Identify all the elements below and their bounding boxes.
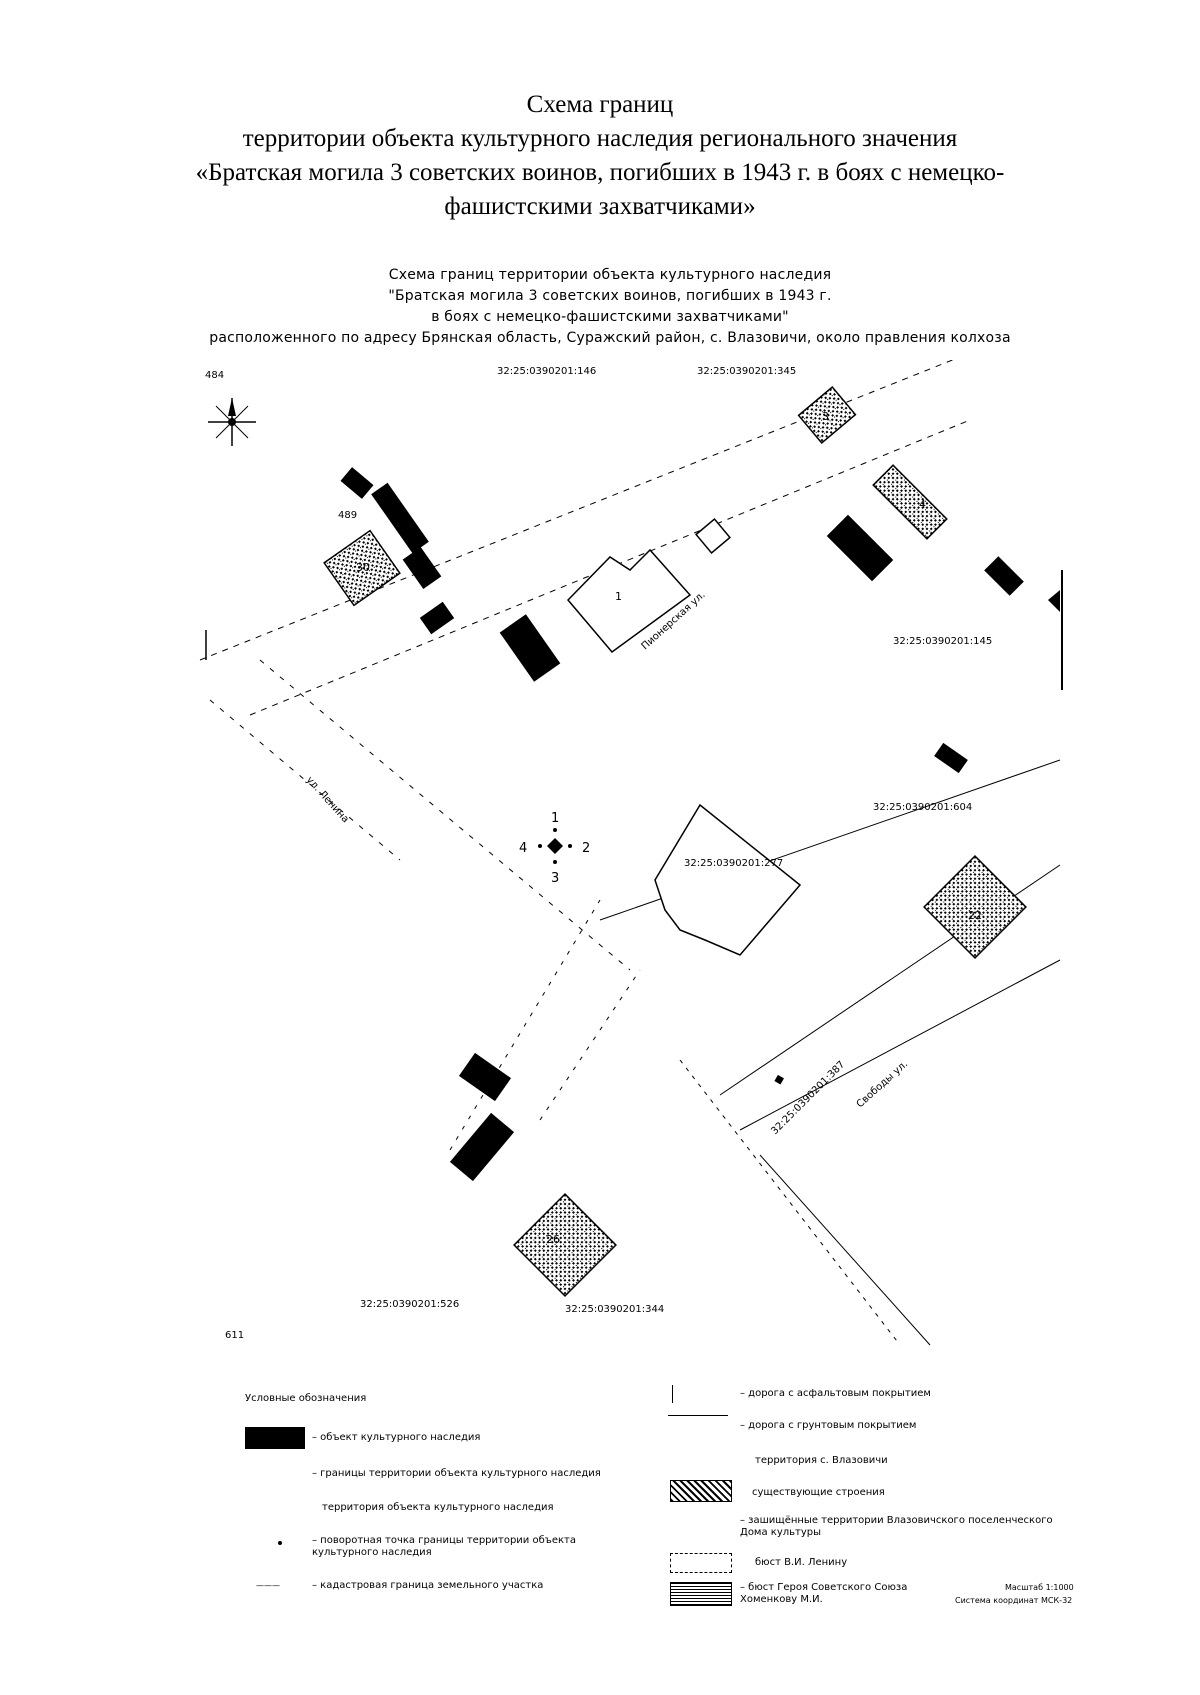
point-label-1: 1 bbox=[551, 811, 559, 826]
road-svobody bbox=[599, 759, 1061, 1346]
heritage-object bbox=[449, 1112, 515, 1182]
outlined-buildings bbox=[566, 518, 802, 956]
house-number-30: 30 bbox=[356, 561, 370, 574]
heritage-object bbox=[458, 1052, 512, 1102]
small-building bbox=[695, 518, 731, 554]
document-title: Схема границ территории объекта культурн… bbox=[100, 88, 1100, 224]
heritage-object bbox=[984, 556, 1024, 596]
map-edge-marker bbox=[1048, 590, 1060, 612]
legend-scale: Масштаб 1:1000 bbox=[1005, 1583, 1074, 1592]
heritage-object bbox=[934, 742, 968, 774]
legend-asphalt-road: – дорога с асфальтовым покрытием bbox=[740, 1388, 931, 1399]
legend-swatch-dirt bbox=[668, 1415, 728, 1416]
house-number-26: 26 bbox=[546, 1233, 560, 1246]
edge-label-top-left: 484 bbox=[205, 370, 224, 381]
subtitle-line-3: в боях с немецко-фашистскими захватчикам… bbox=[431, 309, 789, 325]
title-line-3: «Братская могила 3 советских воинов, пог… bbox=[195, 159, 1005, 186]
building-277 bbox=[654, 803, 802, 956]
parcel-label-344: 32:25:0390201:344 bbox=[565, 1304, 664, 1315]
road-lenina bbox=[209, 659, 631, 971]
parcel-label-345: 32:25:0390201:345 bbox=[697, 366, 796, 377]
house-number-1: 1 bbox=[615, 590, 622, 603]
legend-cadastral-sample: ——— bbox=[256, 1581, 280, 1590]
heritage-object bbox=[402, 546, 442, 590]
subtitle-line-1: Схема границ территории объекта культурн… bbox=[388, 267, 832, 283]
heritage-object bbox=[340, 467, 374, 499]
parcel-label-146: 32:25:0390201:146 bbox=[497, 366, 596, 377]
turning-point bbox=[553, 860, 557, 864]
small-object-marker bbox=[774, 1074, 784, 1085]
street-label-svobody: Свободы ул. bbox=[855, 1059, 910, 1111]
building-26 bbox=[513, 1193, 617, 1297]
legend-dirt-road: – дорога с грунтовым покрытием bbox=[740, 1420, 917, 1431]
title-line-1: Схема границ bbox=[526, 91, 674, 118]
title-line-4: фашистскими захватчиками» bbox=[444, 193, 756, 220]
parcel-label-526: 32:25:0390201:526 bbox=[360, 1299, 459, 1310]
legend-culture-house: – зашищённые территории Влазовичского по… bbox=[740, 1515, 1053, 1538]
heritage-object bbox=[499, 614, 561, 682]
legend-swatch-heritage bbox=[245, 1427, 305, 1449]
map-subtitle: Схема границ территории объекта культурн… bbox=[150, 265, 1070, 349]
monument-turning-points bbox=[538, 828, 784, 1085]
house-number-3: 3 bbox=[822, 410, 829, 423]
point-label-2: 2 bbox=[582, 841, 590, 856]
edge-label-bottom-left: 611 bbox=[225, 1330, 244, 1341]
heritage-object bbox=[371, 482, 429, 554]
legend-swatch-buildings bbox=[670, 1480, 732, 1502]
legend-swatch-asphalt bbox=[672, 1385, 673, 1403]
building-1 bbox=[566, 548, 692, 654]
parcel-label-604: 32:25:0390201:604 bbox=[873, 802, 972, 813]
house-number-22: 22 bbox=[968, 909, 982, 922]
house-number-4: 4 bbox=[919, 498, 926, 511]
legend-lenin-bust: бюст В.И. Ленину bbox=[755, 1557, 848, 1568]
subtitle-line-2: "Братская могила 3 советских воинов, пог… bbox=[388, 288, 832, 304]
point-label-4: 4 bbox=[519, 841, 527, 856]
edge-label-left: 489 bbox=[338, 510, 357, 521]
legend-heritage-object: – объект культурного наследия bbox=[312, 1432, 481, 1443]
street-label-lenina: ул. Ленина bbox=[304, 775, 351, 825]
building-30 bbox=[323, 529, 401, 607]
subtitle-line-4: расположенного по адресу Брянская област… bbox=[209, 330, 1011, 346]
parcel-label-387: 32:25:0390201:387 bbox=[769, 1059, 847, 1137]
heritage-object bbox=[826, 514, 894, 582]
heritage-objects bbox=[340, 467, 1024, 1182]
legend-swatch-hero-bust bbox=[670, 1582, 732, 1606]
legend-swatch-lenin-bust bbox=[670, 1553, 732, 1573]
turning-point bbox=[538, 844, 542, 848]
legend-turning-point: – поворотная точка границы территории об… bbox=[312, 1535, 576, 1558]
existing-buildings bbox=[323, 386, 1027, 1297]
legend-territory: территория объекта культурного наследия bbox=[322, 1502, 554, 1513]
legend-turning-point-icon bbox=[278, 1541, 282, 1545]
building-4 bbox=[872, 464, 948, 540]
legend-title: Условные обозначения bbox=[245, 1393, 367, 1404]
parcel-label-277: 32:25:0390201:277 bbox=[684, 858, 783, 869]
title-line-2: территории объекта культурного наследия … bbox=[242, 125, 958, 152]
site-map: 484 bbox=[199, 360, 1063, 1346]
legend-cadastral: – кадастровая граница земельного участка bbox=[312, 1580, 544, 1591]
monument-marker bbox=[547, 838, 563, 854]
building-3 bbox=[797, 386, 857, 444]
heritage-object bbox=[419, 601, 455, 635]
legend-settlement: территория с. Влазовичи bbox=[755, 1455, 888, 1466]
legend-coordinate-system: Система координат МСК-32 bbox=[955, 1596, 1073, 1605]
legend-buildings: существующие строения bbox=[752, 1487, 885, 1498]
point-label-3: 3 bbox=[551, 871, 559, 886]
parcel-label-145: 32:25:0390201:145 bbox=[893, 636, 992, 647]
road-lower-left bbox=[449, 899, 641, 1151]
turning-point bbox=[568, 844, 572, 848]
building-22 bbox=[923, 855, 1027, 959]
legend-hero-bust: – бюст Героя Советского Союза Хоменкову … bbox=[740, 1582, 908, 1605]
legend-territory-boundary: – границы территории объекта культурного… bbox=[312, 1468, 601, 1479]
turning-point bbox=[553, 828, 557, 832]
north-arrow-icon bbox=[208, 398, 256, 446]
